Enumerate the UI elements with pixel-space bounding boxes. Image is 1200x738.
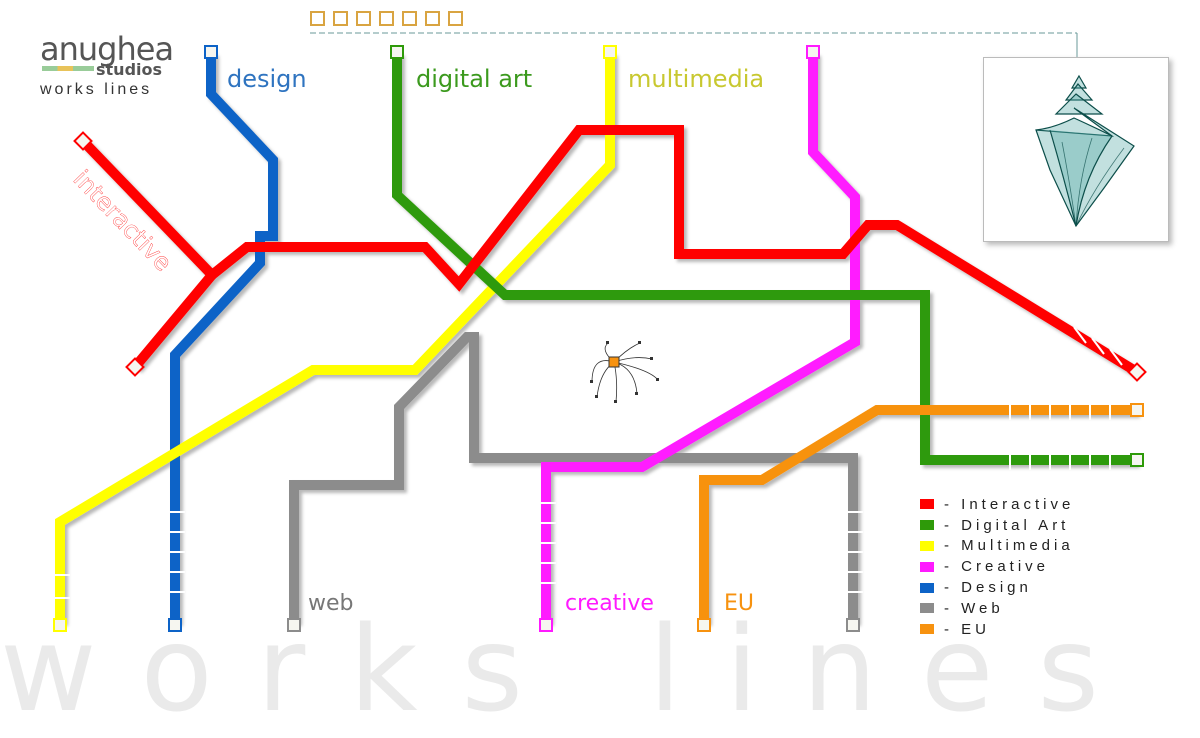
terminal-design-bottom	[168, 618, 182, 632]
legend-swatch	[920, 520, 934, 531]
nav-box-2[interactable]	[333, 11, 348, 26]
legend-item[interactable]: - Interactive	[920, 494, 1074, 515]
design-label[interactable]: design	[227, 65, 307, 93]
legend-item[interactable]: - Digital Art	[920, 515, 1074, 536]
nav-box-5[interactable]	[402, 11, 417, 26]
metro-map: interactive design digital art multimedi…	[50, 32, 1147, 632]
terminal-digital-art-top	[390, 45, 404, 59]
legend-label: - EU	[944, 620, 990, 638]
multimedia-line[interactable]	[55, 53, 615, 623]
legend-item[interactable]: - Multimedia	[920, 536, 1074, 557]
terminal-eu-bottom	[697, 618, 711, 632]
nav-box-6[interactable]	[425, 11, 440, 26]
interactive-line-main[interactable]	[208, 125, 1140, 377]
terminal-multimedia-bottom	[53, 618, 67, 632]
terminals[interactable]	[53, 45, 1147, 632]
creative-line[interactable]	[541, 53, 860, 623]
web-label[interactable]: web	[308, 591, 354, 616]
multimedia-label[interactable]: multimedia	[628, 65, 764, 93]
digital-art-label[interactable]: digital art	[416, 65, 532, 93]
eu-label[interactable]: EU	[724, 591, 754, 616]
station-ticks	[50, 326, 1123, 599]
terminal-eu-right	[1130, 403, 1144, 417]
terminal-creative-top	[806, 45, 820, 59]
eu-line[interactable]	[699, 405, 1137, 623]
legend-swatch	[920, 582, 934, 593]
legend-label: - Web	[944, 599, 1004, 617]
legend-label: - Multimedia	[944, 537, 1074, 555]
legend-item[interactable]: - Web	[920, 598, 1074, 619]
legend-item[interactable]: - EU	[920, 619, 1074, 640]
nav-box-3[interactable]	[356, 11, 371, 26]
terminal-digital-art-right	[1130, 453, 1144, 467]
terminal-interactive-top	[73, 131, 93, 151]
legend-item[interactable]: - Design	[920, 577, 1074, 598]
logo-wordmark[interactable]: anughea	[40, 30, 174, 68]
legend-swatch	[920, 540, 934, 551]
legend-label: - Digital Art	[944, 516, 1070, 534]
spider-icon[interactable]	[590, 341, 659, 403]
legend-swatch	[920, 561, 934, 572]
legend-swatch	[920, 499, 934, 510]
thumbnail-panel[interactable]	[983, 57, 1169, 242]
logo-studios: studios	[96, 60, 163, 79]
design-line[interactable]	[170, 53, 278, 623]
legend-label: - Design	[944, 579, 1032, 597]
terminal-interactive-right	[1127, 362, 1147, 382]
terminal-creative-bottom	[539, 618, 553, 632]
nav-box-1[interactable]	[310, 11, 325, 26]
terminal-interactive-bottom	[125, 357, 145, 377]
legend: - Interactive - Digital Art - Multimedia…	[920, 494, 1074, 640]
nav-boxes	[310, 11, 463, 26]
legend-swatch	[920, 624, 934, 635]
background-title: works lines	[0, 600, 1143, 738]
digital-art-line[interactable]	[392, 53, 1137, 465]
terminal-web-bottom	[287, 618, 301, 632]
terminal-multimedia-top	[603, 45, 617, 59]
legend-item[interactable]: - Creative	[920, 556, 1074, 577]
logo-bar	[42, 66, 94, 71]
nav-connector	[310, 32, 1078, 57]
nav-box-7[interactable]	[448, 11, 463, 26]
creative-label[interactable]: creative	[565, 591, 654, 616]
seashell-artwork-icon	[1035, 74, 1135, 228]
nav-box-4[interactable]	[379, 11, 394, 26]
logo-subtitle: works lines	[40, 81, 153, 98]
terminal-design-top	[204, 45, 218, 59]
web-line[interactable]	[289, 332, 858, 623]
terminal-web-right	[846, 618, 860, 632]
legend-label: - Creative	[944, 558, 1050, 576]
legend-label: - Interactive	[944, 495, 1075, 513]
legend-swatch	[920, 603, 934, 614]
